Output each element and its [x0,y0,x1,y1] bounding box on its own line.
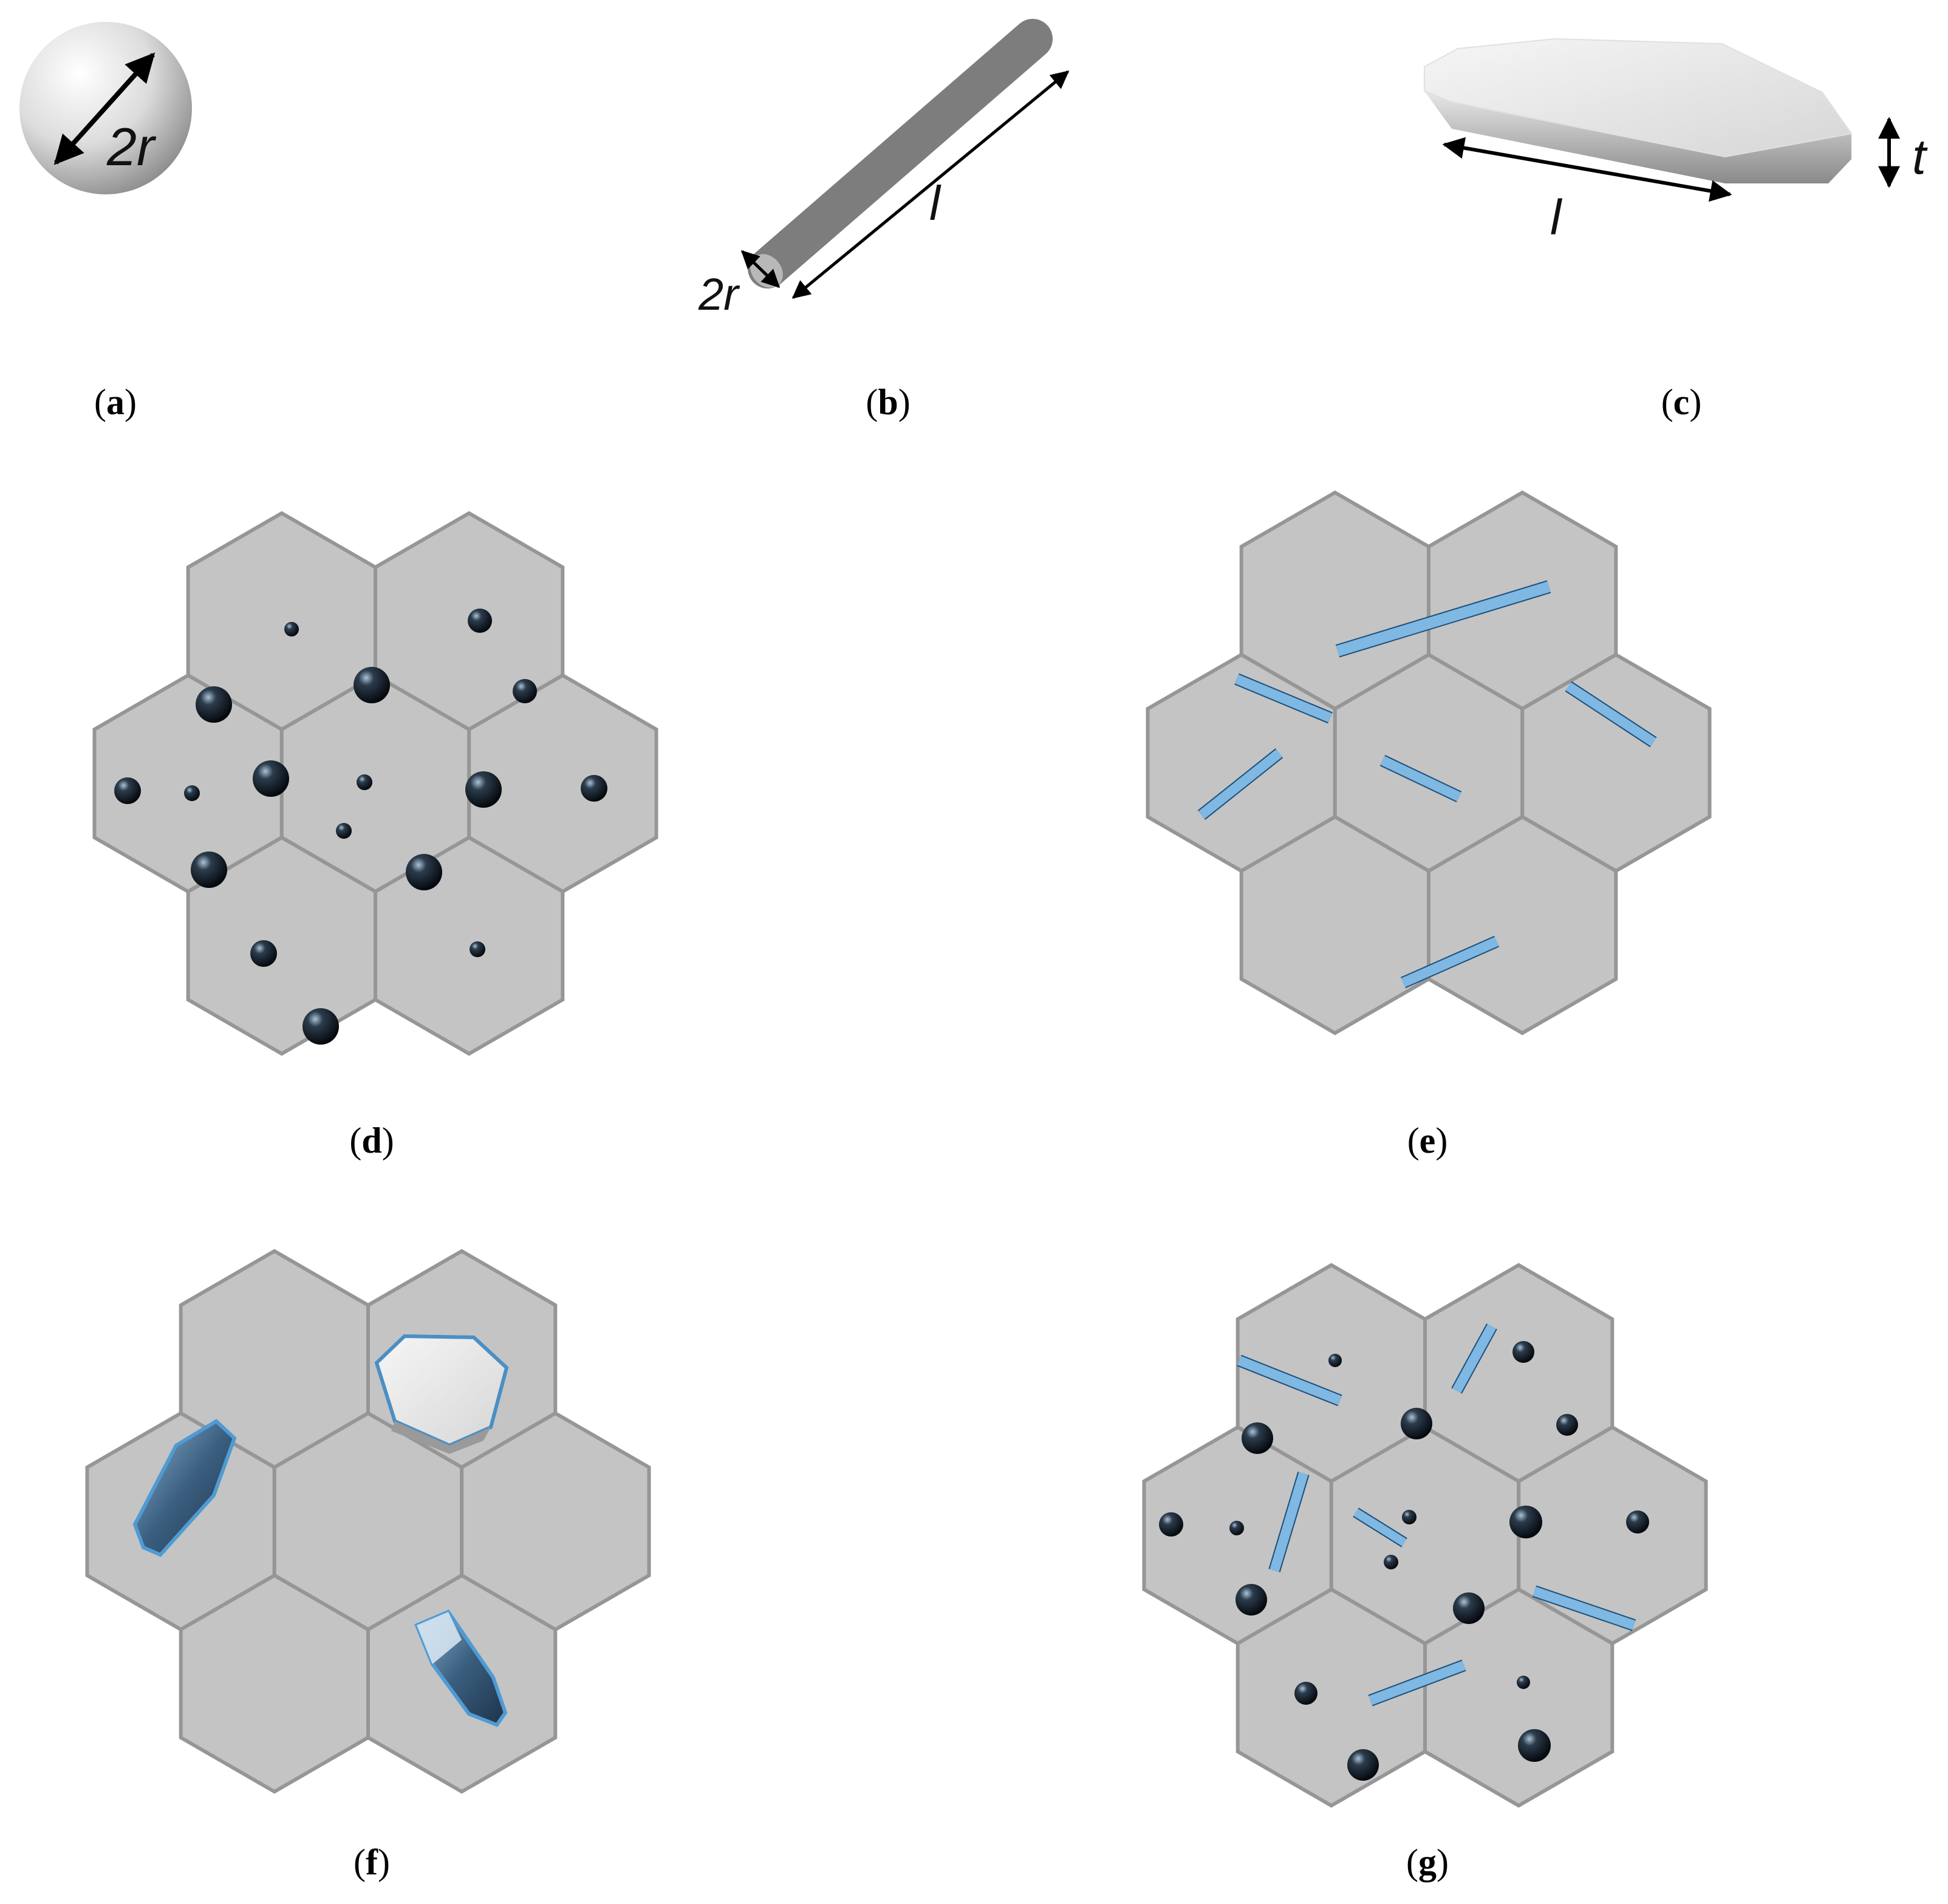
particle-rod [1452,1324,1497,1393]
particle-layer [1197,580,1657,989]
particle-sphere [336,823,352,839]
particle-sphere [513,679,537,703]
particle-rod [1380,756,1461,802]
particle-sphere [196,686,232,723]
particle-sphere [1509,1506,1542,1538]
particle-sphere [1453,1592,1485,1624]
particle-sphere [1242,1422,1273,1454]
particle-sphere [354,667,390,703]
panel-f: (f) [85,1249,651,1882]
platelet-top [1424,38,1853,158]
particle-sphere [250,940,277,967]
particle-sphere [302,1008,339,1045]
particle-sphere [1518,1729,1551,1762]
thickness-label: t [1912,129,1928,185]
length-label: l [1550,190,1563,245]
platelet-side [1424,91,1851,183]
panel-label-e: (e) [1407,1121,1448,1161]
particle-sphere [581,775,607,802]
panel-label-a: (a) [94,382,137,422]
panel-c: l t (c) [1424,38,1928,422]
panel-label-d: (d) [349,1121,394,1161]
diameter-label: 2r [106,117,157,177]
panel-a: 2r (a) [19,22,192,422]
particle-rod [1270,1472,1308,1572]
diameter-arrow [740,250,781,288]
length-arrow [1442,137,1732,202]
panel-label-c: (c) [1661,382,1702,422]
particle-sphere [284,622,299,636]
grain [374,835,565,1056]
particle-rod [1336,581,1551,657]
particle-sphere [357,774,372,790]
particle-sphere [114,777,141,804]
particle-sphere [184,785,200,801]
particle-sphere [1556,1414,1578,1436]
particle-rod [1565,682,1656,746]
panel-d: (d) [92,511,658,1161]
panel-label-g: (g) [1406,1842,1449,1882]
particle-rod [1533,1586,1636,1630]
particle-sphere [468,609,492,633]
particle-sphere [1159,1512,1183,1537]
particle-sphere [1347,1749,1379,1781]
grain-cluster [1142,1263,1708,1808]
grain-cluster [92,511,658,1056]
particle-crystal [132,1419,237,1557]
particle-sphere [406,854,442,890]
particle-layer [114,609,607,1045]
particle-crystal-highlight [417,1612,462,1664]
particle-sphere [1384,1555,1398,1569]
particle-layer [132,1334,509,1727]
particle-sphere [465,771,502,808]
panel-g: (g) [1142,1263,1708,1882]
particle-rod [1401,937,1499,988]
length-arrow [791,70,1070,299]
particle-sphere [1294,1682,1317,1705]
diameter-label: 2r [698,269,740,319]
grain [1423,1587,1615,1808]
particle-rod [1353,1509,1407,1546]
grain [1427,814,1618,1036]
particle-sphere [1626,1510,1649,1534]
particle-sphere [1517,1676,1530,1689]
particle-rod [1237,1356,1342,1405]
particle-sphere [1235,1584,1267,1616]
panel-label-b: (b) [866,382,910,422]
particle-sphere [191,851,227,888]
panel-label-f: (f) [354,1842,390,1882]
particle-rod [1198,749,1282,819]
particle-rod [1369,1660,1466,1705]
panel-e: (e) [1146,490,1712,1161]
particle-sphere [1402,1510,1417,1524]
particle-sphere [1229,1521,1244,1535]
particle-sphere [253,760,289,797]
particle-platelet-side [391,1421,491,1454]
panel-b: l 2r (b) [698,19,1070,422]
particle-rod [1234,674,1333,723]
diameter-arrow [53,52,155,165]
grain-cluster [1146,490,1712,1036]
particle-layer [1159,1323,1649,1781]
particle-sphere [1401,1408,1432,1439]
particle-sphere [470,941,485,957]
rod-shape [748,19,1053,288]
particle-sphere [1512,1341,1534,1363]
length-label: l [929,176,942,230]
particle-sphere [1328,1354,1342,1367]
